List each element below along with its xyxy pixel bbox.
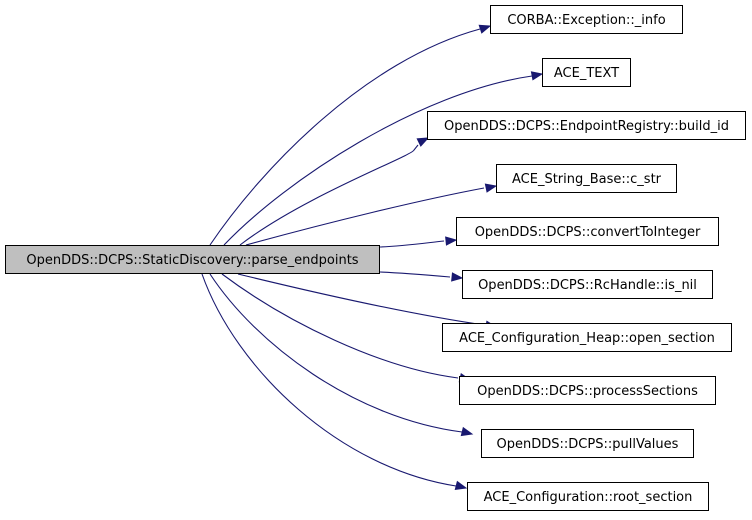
arrowhead-icon [416, 137, 430, 147]
callee-node-convert-to-integer[interactable]: OpenDDS::DCPS::convertToInteger [456, 217, 719, 246]
arrowhead-icon [451, 272, 464, 282]
callee-node-c-str[interactable]: ACE_String_Base::c_str [496, 164, 677, 193]
callee-label: OpenDDS::DCPS::processSections [477, 384, 698, 399]
callee-label: ACE_Configuration::root_section [484, 490, 693, 505]
callee-label: ACE_String_Base::c_str [512, 172, 662, 187]
call-edge [209, 28, 481, 246]
root-node-label: OpenDDS::DCPS::StaticDiscovery::parse_en… [26, 253, 358, 268]
root-node[interactable]: OpenDDS::DCPS::StaticDiscovery::parse_en… [5, 245, 380, 274]
arrowhead-icon [530, 71, 544, 81]
callee-node-root-section[interactable]: ACE_Configuration::root_section [467, 482, 709, 511]
callee-label: OpenDDS::DCPS::pullValues [497, 437, 679, 452]
callee-node-build-id[interactable]: OpenDDS::DCPS::EndpointRegistry::build_i… [427, 111, 746, 140]
callee-label: CORBA::Exception::_info [507, 13, 665, 28]
call-edge [237, 273, 485, 326]
call-edge [245, 187, 485, 246]
arrowhead-icon [445, 236, 458, 246]
callee-node-exception-info[interactable]: CORBA::Exception::_info [490, 5, 683, 34]
callee-label: ACE_Configuration_Heap::open_section [459, 331, 715, 346]
call-edge [223, 75, 533, 246]
callee-node-pull-values[interactable]: OpenDDS::DCPS::pullValues [481, 429, 694, 458]
callee-node-is-nil[interactable]: OpenDDS::DCPS::RcHandle::is_nil [462, 270, 713, 299]
callee-label: ACE_TEXT [554, 66, 619, 81]
callee-label: OpenDDS::DCPS::convertToInteger [475, 225, 701, 240]
call-edge [209, 273, 463, 433]
call-edge [221, 273, 459, 379]
callee-node-process-sections[interactable]: OpenDDS::DCPS::processSections [459, 376, 716, 405]
arrowhead-icon [478, 24, 492, 34]
call-edge [239, 144, 419, 246]
call-edge [201, 273, 457, 487]
call-edge [379, 271, 451, 278]
callee-node-ace-text[interactable]: ACE_TEXT [542, 58, 631, 87]
callee-label: OpenDDS::DCPS::RcHandle::is_nil [478, 278, 697, 293]
arrowhead-icon [454, 480, 468, 490]
call-edge [379, 240, 445, 248]
edges [201, 24, 544, 490]
arrowhead-icon [484, 183, 498, 193]
callee-label: OpenDDS::DCPS::EndpointRegistry::build_i… [444, 119, 729, 134]
arrowhead-icon [460, 426, 474, 437]
callee-node-open-section[interactable]: ACE_Configuration_Heap::open_section [442, 323, 732, 352]
